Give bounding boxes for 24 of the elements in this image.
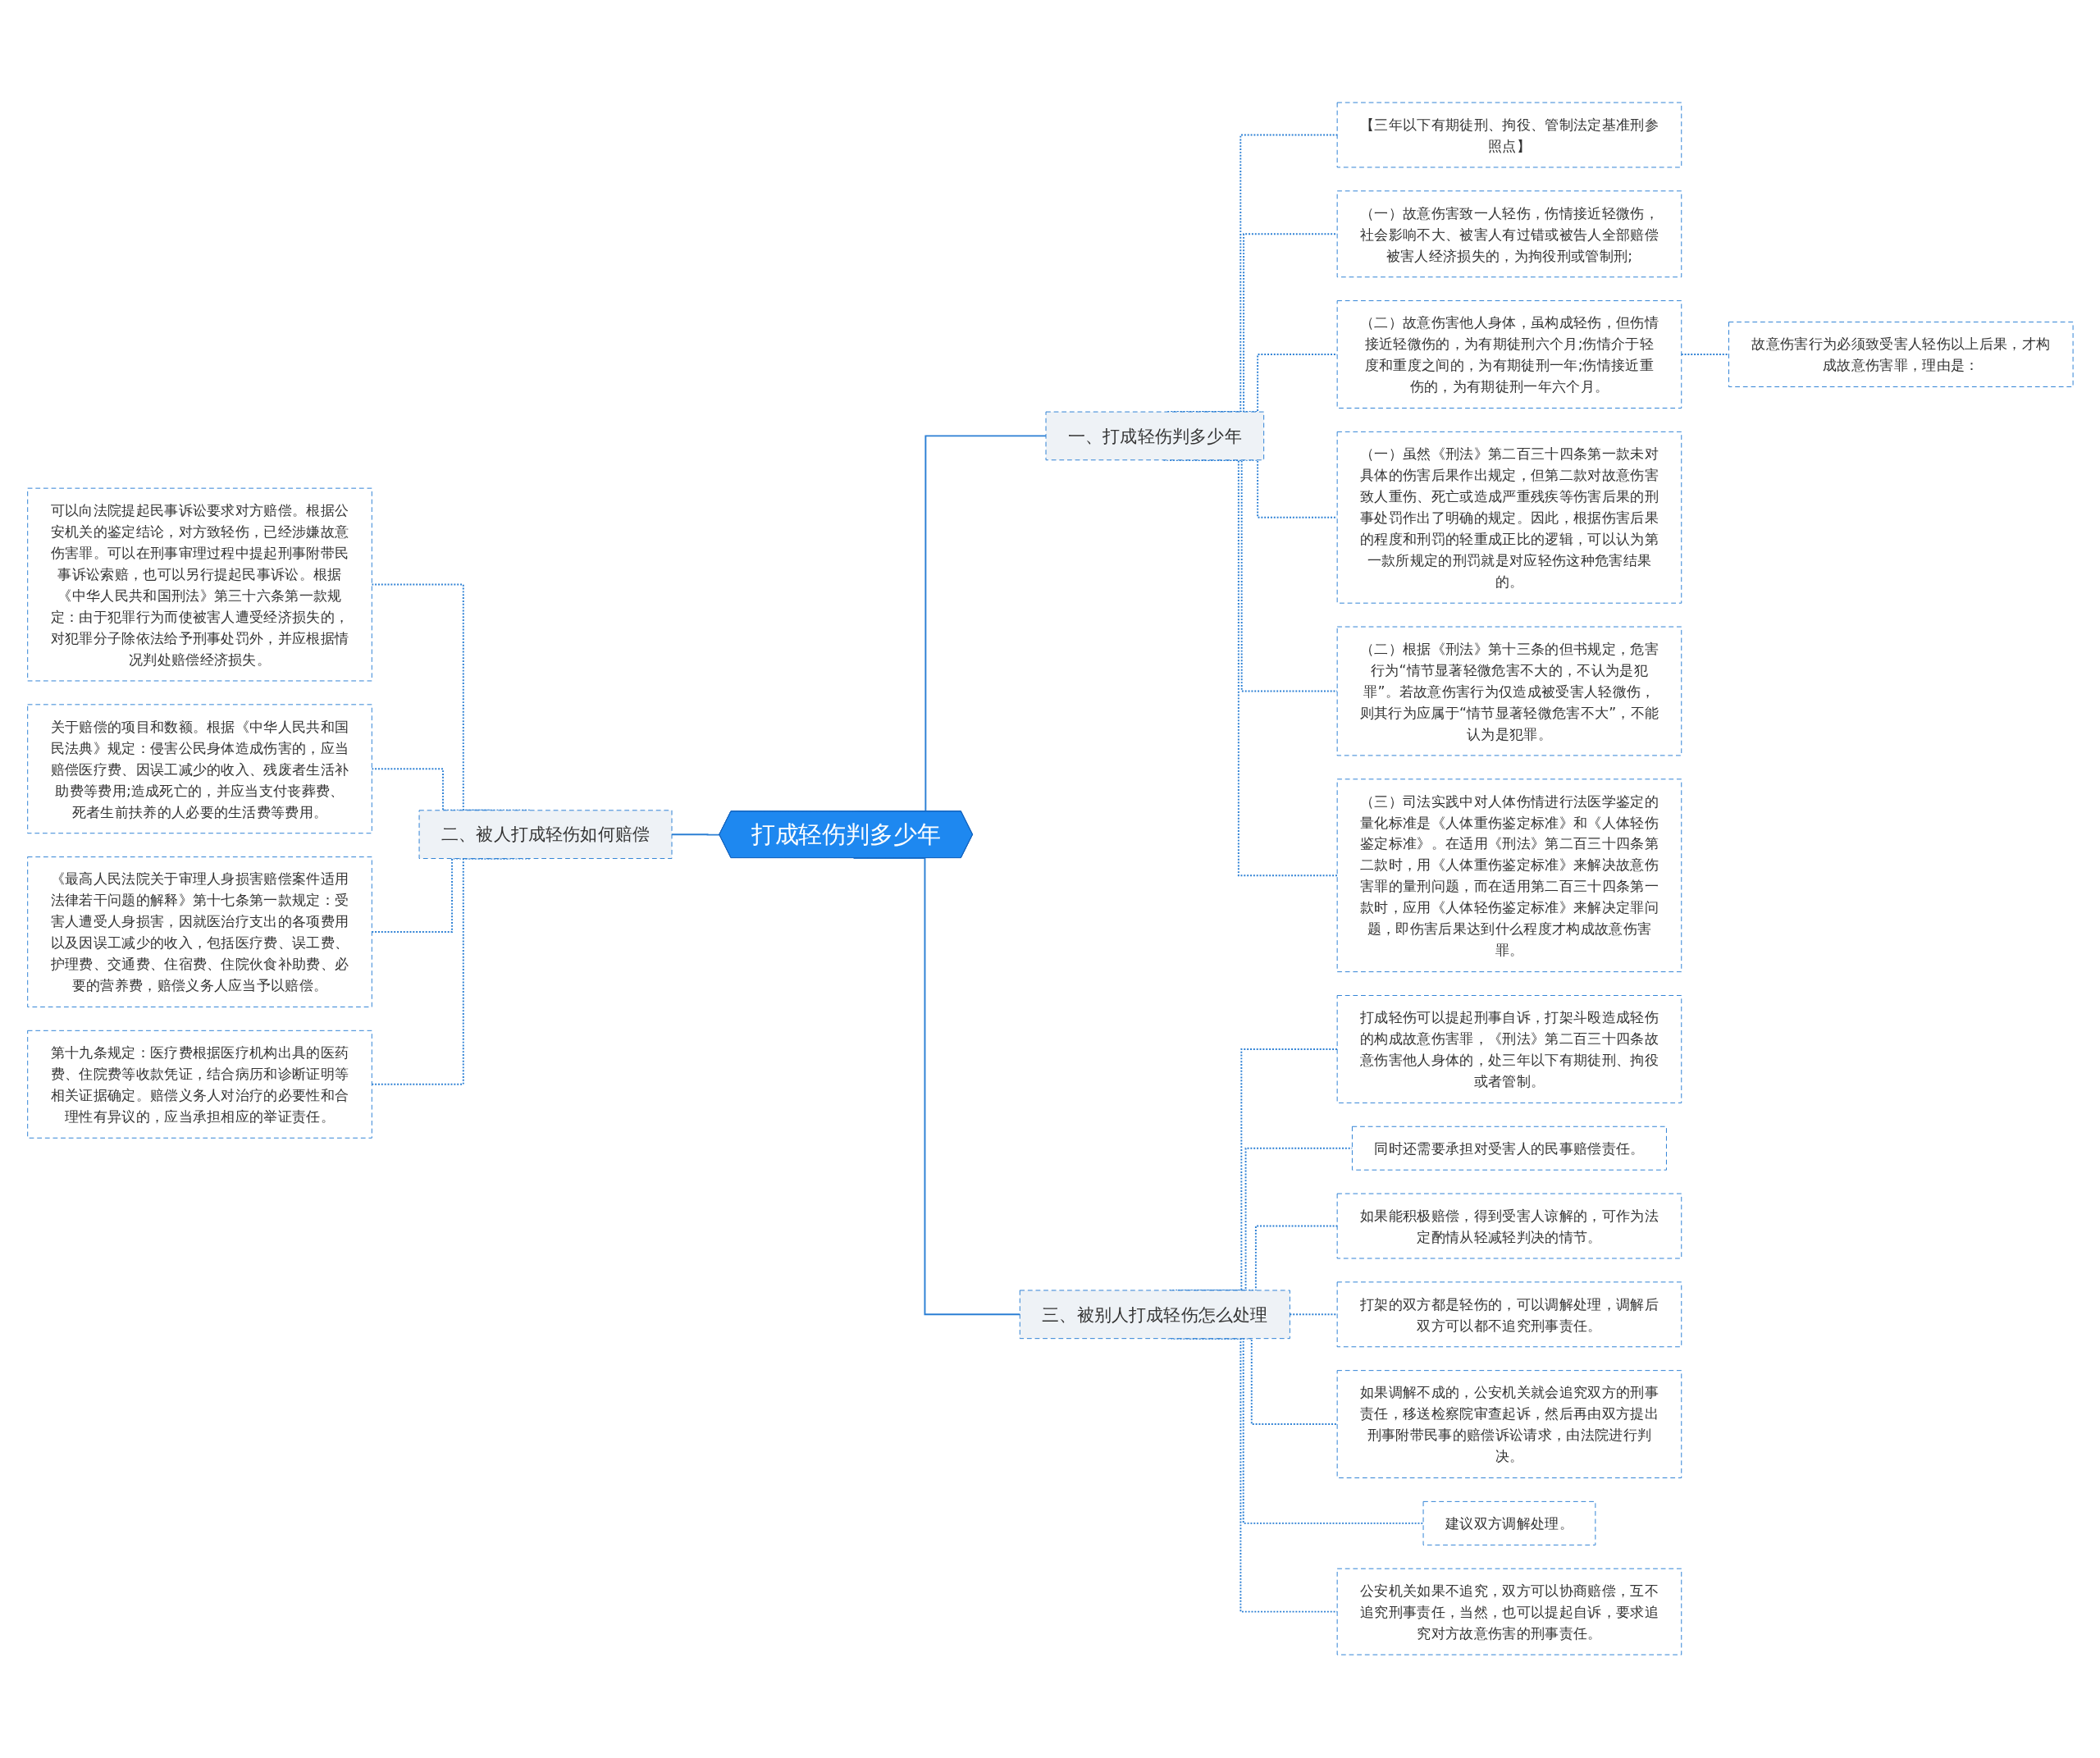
node-box: 打架的双方都是轻伤的，可以调解处理，调解后双方可以都不追究刑事责任。 bbox=[1336, 1281, 1682, 1348]
node-box: 《最高人民法院关于审理人身损害赔偿案件适用法律若干问题的解释》第十七条第一款规定：受害人遭受人身损害，因就医治疗支出的各项费用以及因误工减少的收入，包括医疗费、误工费、护理费、交通费、住宿费、住院伙食补助费、必要的营养费，赔偿义务人应当予以赔偿。 bbox=[26, 856, 372, 1008]
node-box: 打成轻伤可以提起刑事自诉，打架斗殴造成轻伤的构成故意伤害罪，《刑法》第二百三十四条故意伤害他人身体的，处三年以下有期徒刑、拘役或者管制。 bbox=[1336, 995, 1682, 1104]
node-box: 【三年以下有期徒刑、拘役、管制法定基准刑参照点】 bbox=[1336, 103, 1682, 168]
connector bbox=[1289, 1313, 1338, 1316]
connector bbox=[670, 833, 720, 837]
node-box: （一）故意伤害致一人轻伤，伤情接近轻微伤，社会影响不大、被害人有过错或被告人全部赔偿被害人经济损失的，为拘役刑或管制刑; bbox=[1336, 190, 1682, 278]
connector bbox=[1680, 354, 1730, 356]
node-box: 关于赔偿的项目和数额。根据《中华人民共和国民法典》规定：侵害公民身体造成伤害的，应当赔偿医疗费、因误工减少的收入、残废者生活补助费等费用;造成死亡的，并应当支付丧葬费、死者生前扶养的人必要的生活费等费用。 bbox=[26, 704, 372, 834]
node-box: （三）司法实践中对人体伤情进行法医学鉴定的量化标准是《人体重伤鉴定标准》和《人体轻伤鉴定标准》。在适用《刑法》第二百三十四条第二款时，用《人体重伤鉴定标准》来解决故意伤害罪的量刑问题，而在适用第二百三十四条第一款时，应用《人体轻伤鉴定标准》来解决定罪问题，即伤害后果达到什么程度才构成故意伤害罪。 bbox=[1336, 779, 1682, 973]
node-box: 如果能积极赔偿，得到受害人谅解的，可作为法定酌情从轻减轻判决的情节。 bbox=[1336, 1194, 1682, 1259]
node-box: 二、被人打成轻伤如何赔偿 bbox=[418, 810, 673, 860]
node-box: （二）根据《刑法》第十三条的但书规定，危害行为“情节显著轻微危害不大的，不认为是犯罪”。若故意伤害行为仅造成被受害人轻微伤，则其行为应属于“情节显著轻微危害不大”，不能认为是犯罪。 bbox=[1336, 627, 1682, 756]
node-box: 第十九条规定：医疗费根据医疗机构出具的医药费、住院费等收款凭证，结合病历和诊断证明等相关证据确定。赔偿义务人对治疗的必要性和合理性有异议的，应当承担相应的举证责任。 bbox=[26, 1030, 372, 1139]
node-box: 同时还需要承担对受害人的民事赔偿责任。 bbox=[1351, 1126, 1667, 1171]
node-box: 可以向法院提起民事诉讼要求对方赔偿。根据公安机关的鉴定结论，对方致轻伤，已经涉嫌故意伤害罪。可以在刑事审理过程中提起刑事附带民事诉讼索赔，也可以另行提起民事诉讼。根据《中华人民共和国刑法》第三十六条第一款规定：由于犯罪行为而使被害人遭受经济损失的，对犯罪分子除依法给予刑事处罚外，并应根据情况判处赔偿经济损失。 bbox=[26, 488, 372, 682]
node-box: 一、打成轻伤判多少年 bbox=[1045, 412, 1264, 461]
node-box: （二）故意伤害他人身体，虽构成轻伤，但伤情接近轻微伤的，为有期徒刑六个月;伤情介于轻度和重度之间的，为有期徒刑一年;伤情接近重伤的，为有期徒刑一年六个月。 bbox=[1336, 300, 1682, 409]
node-box: 建议双方调解处理。 bbox=[1422, 1501, 1596, 1546]
node-box: 故意伤害行为必须致受害人轻伤以上后果，才构成故意伤害罪，理由是： bbox=[1728, 322, 2074, 388]
node-box: 三、被别人打成轻伤怎么处理 bbox=[1019, 1290, 1290, 1340]
node-box: （一）虽然《刑法》第二百三十四条第一款未对具体的伤害后果作出规定，但第二款对故意伤害致人重伤、死亡或造成严重残疾等伤害后果的刑事处罚作出了明确的规定。因此，根据伤害后果的程度和刑罚的轻重成正比的逻辑，可以认为第一款所规定的刑罚就是对应轻伤这种危害结果的。 bbox=[1336, 432, 1682, 605]
node-box: 公安机关如果不追究，双方可以协商赔偿，互不追究刑事责任，当然，也可以提起自诉，要求追究对方故意伤害的刑事责任。 bbox=[1336, 1569, 1682, 1655]
node-box: 如果调解不成的，公安机关就会追究双方的刑事责任，移送检察院审查起诉，然后再由双方提出刑事附带民事的赔偿诉讼请求，由法院进行判决。 bbox=[1336, 1370, 1682, 1479]
